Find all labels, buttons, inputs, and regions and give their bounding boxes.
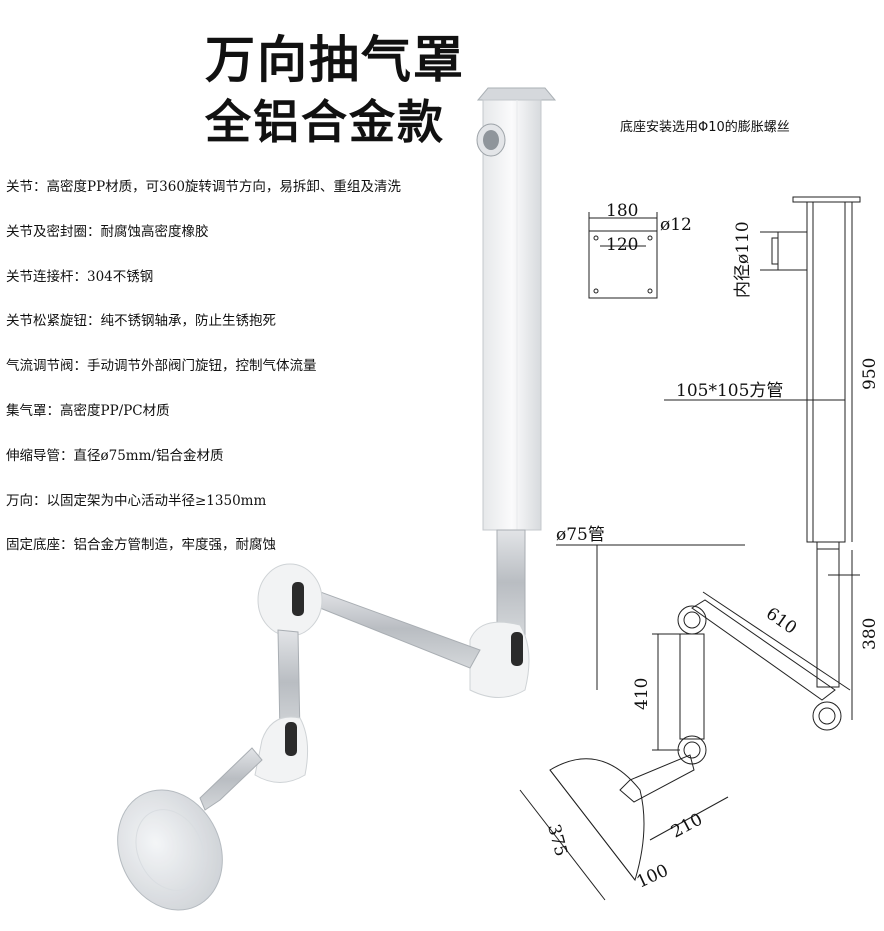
hood <box>117 789 223 911</box>
feature-item: 关节连接杆：304不锈钢 <box>6 268 154 285</box>
feature-item: 关节：高密度PP材质，可360旋转调节方向，易拆卸、重组及清洗 <box>6 179 401 195</box>
dim-bolt-hole: ø12 <box>660 215 692 235</box>
dim-arm-upper: 610 <box>762 604 800 639</box>
knob <box>511 632 523 666</box>
joint <box>254 716 309 783</box>
dim-base-inner: 120 <box>606 235 638 255</box>
feature-item: 伸缩导管：直径ø75mm/铝合金材质 <box>6 447 224 464</box>
lower-arm <box>199 747 263 811</box>
vertical-pipe <box>496 529 526 636</box>
product-photo <box>117 87 557 911</box>
dim-inner-diameter: 内径ø110 <box>733 221 753 298</box>
dim-square-tube: 105*105方管 <box>676 381 783 401</box>
dim-pipe: ø75管 <box>556 525 605 545</box>
dim-base-outer: 180 <box>606 201 638 221</box>
square-column <box>482 99 542 531</box>
feature-list: 关节：高密度PP材质，可360旋转调节方向，易拆卸、重组及清洗 关节及密封圈：耐… <box>6 175 476 578</box>
dim-tube-length: 950 <box>860 358 880 390</box>
product-subtitle: 全铝合金款 <box>205 95 445 149</box>
elbow-joint <box>257 563 323 637</box>
technical-drawing <box>519 196 861 901</box>
dim-drop: 380 <box>860 618 880 650</box>
dim-arm-lower: 210 <box>668 810 706 843</box>
ceiling-plate <box>476 87 557 101</box>
hood-outline <box>549 758 645 882</box>
dimension-labels: 180 120 ø12 内径ø110 950 105*105方管 ø75管 61… <box>543 201 880 893</box>
dim-hood-diameter: 375 <box>543 822 571 859</box>
product-title: 万向抽气罩 <box>205 31 465 89</box>
feature-item: 固定底座：铝合金方管制造，牢度强，耐腐蚀 <box>6 537 276 554</box>
feature-item: 关节松紧旋钮：纯不锈钢轴承，防止生锈抱死 <box>6 313 276 330</box>
knob <box>292 582 304 616</box>
feature-item: 气流调节阀：手动调节外部阀门旋钮，控制气体流量 <box>6 358 317 375</box>
feature-item: 万向：以固定架为中心活动半径≥1350mm <box>6 492 267 509</box>
feature-item: 关节及密封圈：耐腐蚀高密度橡胶 <box>6 223 209 240</box>
knob <box>285 722 297 756</box>
dim-arm-mid: 410 <box>632 678 652 710</box>
mount-note: 底座安装选用Φ10的膨胀螺丝 <box>620 120 790 135</box>
feature-item: 集气罩：高密度PP/PC材质 <box>6 402 170 419</box>
base-plate <box>588 230 658 299</box>
upper-arm <box>298 589 481 669</box>
